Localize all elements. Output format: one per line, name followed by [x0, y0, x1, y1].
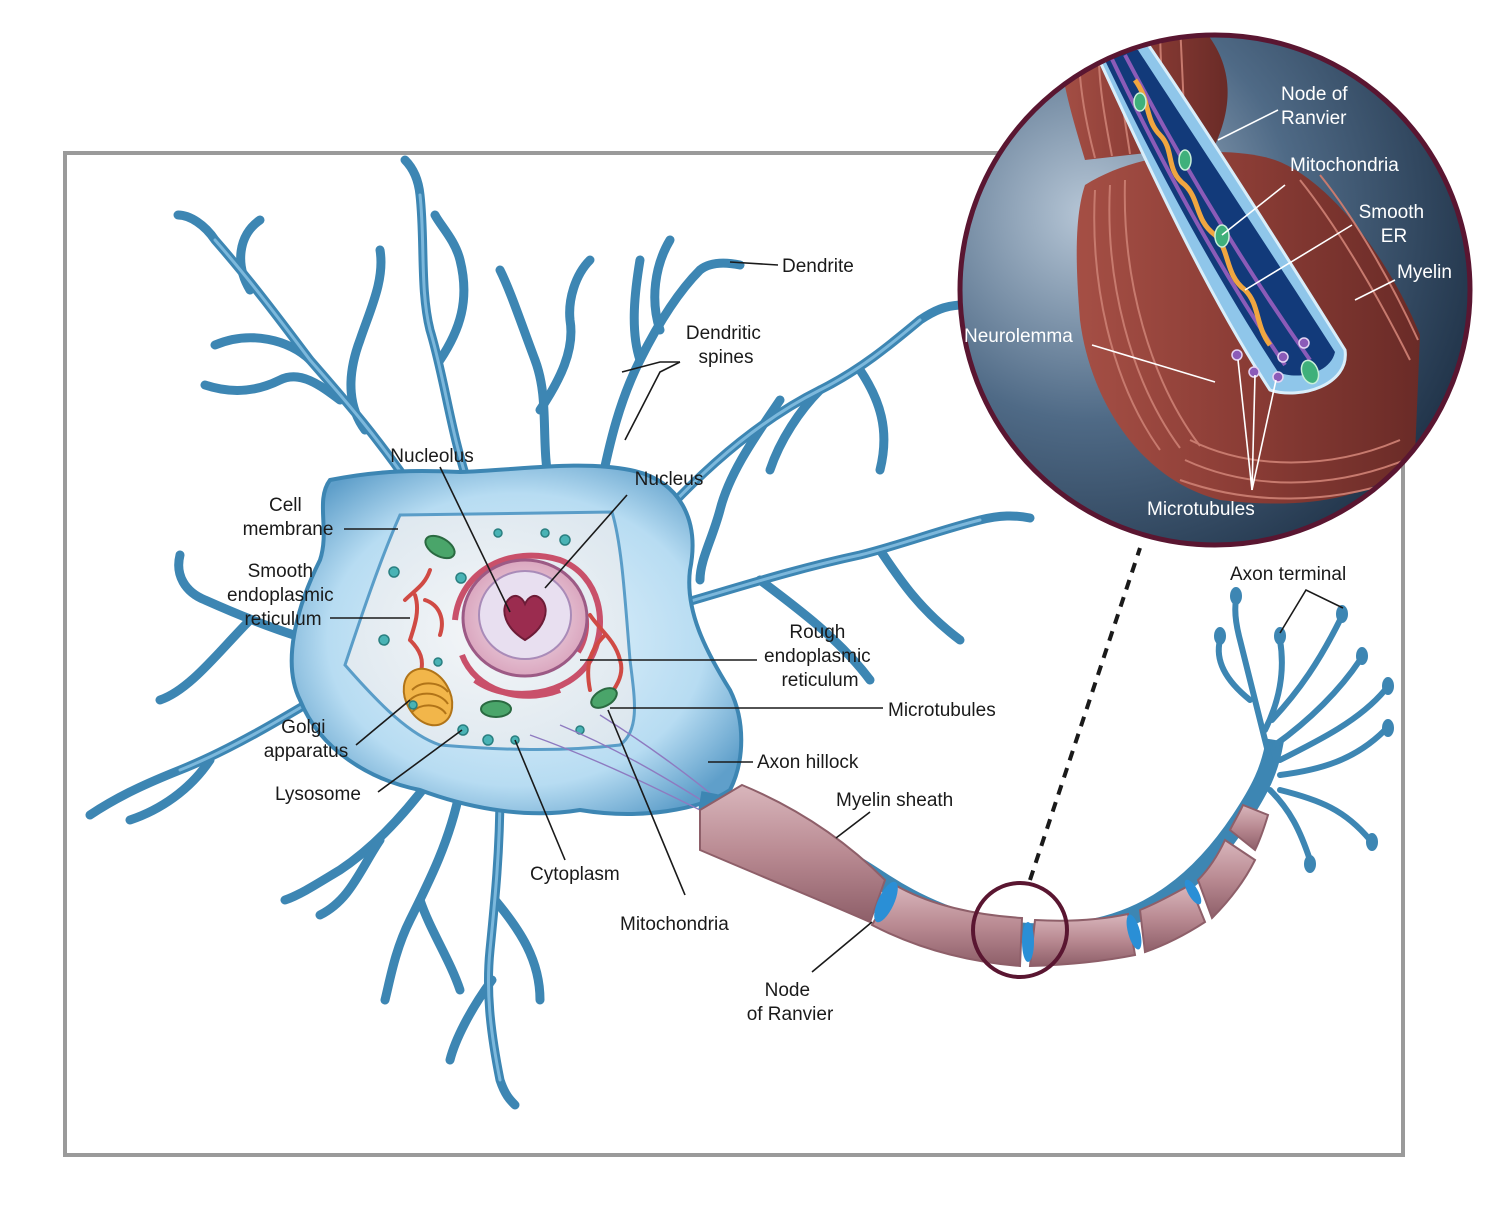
zoom-circle	[971, 881, 1069, 979]
cell-membrane-label: Cell membrane	[243, 495, 334, 540]
node-of-ranvier-label: Node of Ranvier	[747, 980, 834, 1025]
inset-myelin-label: Myelin	[1397, 262, 1452, 283]
inset-smooth-er-label: Smooth ER	[1359, 202, 1430, 247]
myelin-inset: Node of Ranvier Mitochondria Smooth ER M…	[957, 32, 1473, 548]
inset-ring	[957, 32, 1473, 548]
smooth-er	[403, 568, 624, 702]
rough-er-label: Rough endoplasmic reticulum	[764, 622, 876, 691]
terminal-buttons	[1214, 587, 1394, 873]
myelin-sheath	[699, 783, 1270, 968]
smooth-er-label: Smooth endoplasmic reticulum	[227, 561, 339, 630]
inset-node-of-ranvier-label: Node of Ranvier	[1281, 84, 1353, 129]
nodes-of-ranvier	[874, 879, 1202, 962]
myelin-sheath-label: Myelin sheath	[836, 790, 953, 811]
cytoplasm-label: Cytoplasm	[530, 864, 620, 885]
mitochondria-label: Mitochondria	[620, 914, 729, 935]
axon	[698, 587, 1394, 968]
zoom-dashed-line	[1028, 547, 1142, 881]
lysosomes	[378, 528, 585, 746]
labels: Dendrite Dendritic spines Nucleolus Nucl…	[227, 256, 1346, 1025]
axon-terminals	[1215, 597, 1388, 863]
microtubules-label: Microtubules	[888, 700, 996, 721]
nucleolus-label: Nucleolus	[390, 446, 473, 467]
golgi-apparatus	[402, 667, 454, 727]
golgi-apparatus-label: Golgi apparatus	[264, 717, 349, 762]
lysosome-label: Lysosome	[275, 784, 361, 805]
inset-mitochondria-label: Mitochondria	[1290, 155, 1399, 176]
mitochondria	[424, 534, 618, 718]
dendrites	[85, 155, 1035, 1110]
leader-lines	[330, 261, 1344, 973]
axon-hillock-label: Axon hillock	[757, 752, 859, 773]
nucleus-label: Nucleus	[635, 469, 704, 490]
dendrite-label: Dendrite	[782, 256, 854, 277]
inset-neurolemma-label: Neurolemma	[964, 326, 1073, 347]
dendritic-spines-label: Dendritic spines	[686, 323, 766, 368]
cell-body	[289, 463, 744, 821]
inset-microtubules-label: Microtubules	[1147, 499, 1255, 520]
axon-terminal-label: Axon terminal	[1230, 564, 1346, 585]
nucleolus	[503, 594, 547, 642]
